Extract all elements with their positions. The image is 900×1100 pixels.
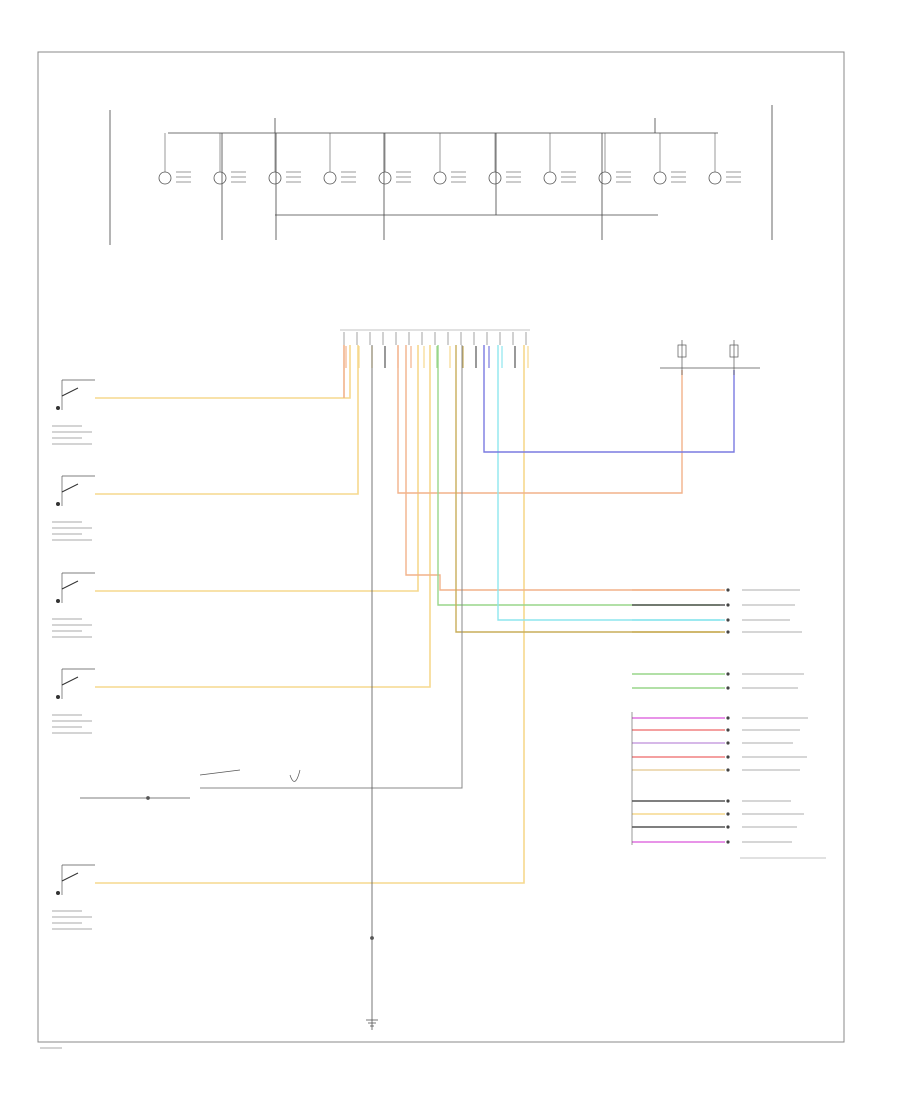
indicator-bulb bbox=[598, 133, 631, 185]
connector-pin bbox=[447, 332, 451, 368]
connector-pin bbox=[473, 332, 477, 368]
connector-row bbox=[632, 799, 791, 803]
wire-orange-2 bbox=[397, 345, 683, 494]
connector-row bbox=[632, 812, 804, 816]
connector-row bbox=[632, 716, 808, 720]
door-switch bbox=[52, 668, 95, 734]
connector-row bbox=[632, 768, 800, 772]
bulb-row bbox=[158, 133, 741, 185]
door-switch bbox=[52, 864, 95, 930]
indicator-bulb-bank bbox=[109, 105, 773, 245]
wire-yellow-4 bbox=[95, 345, 431, 688]
connector-pin bbox=[421, 332, 425, 368]
connector-row bbox=[632, 618, 790, 622]
connector-row bbox=[632, 825, 797, 829]
left-switch-column bbox=[52, 379, 95, 930]
indicator-bulb bbox=[323, 133, 356, 185]
fuse-block bbox=[660, 340, 760, 375]
wire-olive bbox=[455, 345, 720, 633]
ground-symbol bbox=[366, 936, 378, 1027]
door-switch bbox=[52, 572, 95, 638]
indicator-bulb bbox=[433, 133, 466, 185]
connector-pin bbox=[460, 332, 464, 368]
connector-pin bbox=[499, 332, 503, 368]
connector-row bbox=[632, 728, 800, 732]
connector-pin bbox=[512, 332, 516, 368]
connector-row bbox=[632, 840, 792, 844]
right-connector-rows bbox=[631, 588, 826, 859]
connector-pin bbox=[486, 332, 490, 368]
indicator-bulb bbox=[653, 133, 686, 185]
connector-pin bbox=[356, 332, 360, 368]
wire-yellow-3 bbox=[95, 345, 419, 592]
connector-row bbox=[632, 741, 793, 745]
connector-row bbox=[632, 588, 800, 592]
wire-grey bbox=[200, 345, 463, 789]
connector-row bbox=[632, 672, 804, 676]
wire-cyan bbox=[497, 345, 720, 621]
connector-pin bbox=[343, 332, 347, 368]
connector-pins bbox=[343, 332, 529, 368]
diagram-border bbox=[37, 51, 845, 1043]
connector-pin bbox=[382, 332, 386, 368]
wire-yellow-5 bbox=[95, 345, 525, 884]
wire-green bbox=[437, 345, 720, 606]
wire-blue bbox=[483, 345, 735, 453]
indicator-bulb bbox=[158, 133, 191, 185]
indicator-bulb bbox=[213, 133, 246, 185]
connector-row bbox=[632, 603, 795, 607]
wire-yellow-1 bbox=[95, 345, 351, 399]
door-switch bbox=[52, 475, 95, 541]
connector-pin bbox=[525, 332, 529, 368]
indicator-bulb bbox=[708, 133, 741, 185]
speed-sensor bbox=[80, 769, 301, 800]
connector-pin bbox=[408, 332, 412, 368]
wire-yellow-2 bbox=[95, 345, 359, 495]
connector-pin bbox=[434, 332, 438, 368]
indicator-bulb bbox=[378, 133, 411, 185]
indicator-bulb bbox=[543, 133, 576, 185]
connector-row bbox=[632, 755, 807, 759]
connector-row bbox=[632, 686, 798, 690]
indicator-bulb bbox=[488, 133, 521, 185]
wire-orange-3 bbox=[405, 345, 720, 591]
door-switch bbox=[52, 379, 95, 445]
indicator-bulb bbox=[268, 133, 301, 185]
connector-row bbox=[632, 630, 802, 634]
